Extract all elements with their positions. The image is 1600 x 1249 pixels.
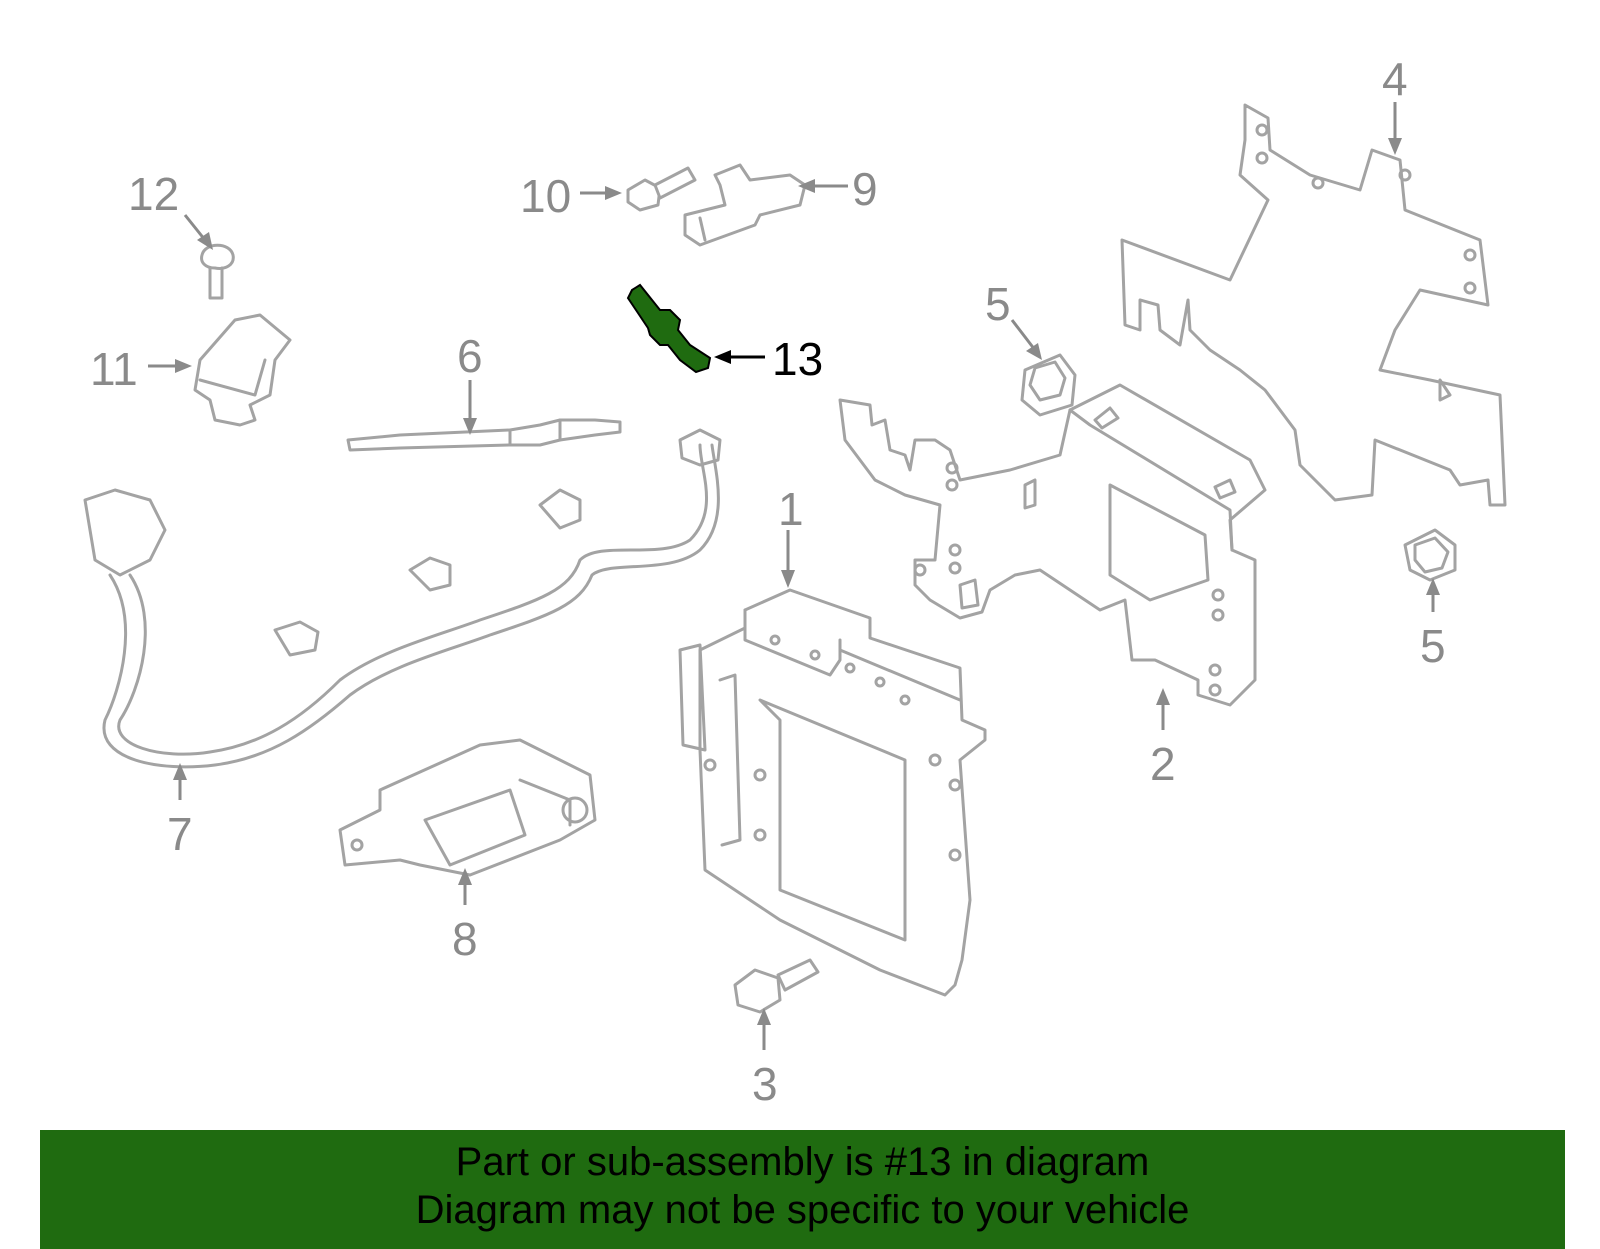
callout-13: 13	[772, 333, 823, 385]
callout-5-upper: 5	[985, 278, 1011, 330]
callout-3: 3	[752, 1058, 778, 1110]
banner-line-2: Diagram may not be specific to your vehi…	[415, 1188, 1190, 1232]
part-4-bracket	[1120, 103, 1507, 507]
part-13-highlighted	[626, 283, 712, 374]
banner-line-1: Part or sub-assembly is #13 in diagram	[455, 1140, 1150, 1184]
part-6-glow-plug	[346, 418, 622, 452]
parts-diagram: 1 2 3 4 5 5 6 7 8 9 10 11 12 13	[83, 53, 1507, 1110]
part-5-nut-lower	[1403, 528, 1457, 582]
callout-2: 2	[1150, 738, 1176, 790]
part-2-bracket	[838, 383, 1267, 707]
notice-banner: Part or sub-assembly is #13 in diagram D…	[40, 1130, 1565, 1249]
callout-7: 7	[167, 808, 193, 860]
callout-5-lower: 5	[1420, 620, 1446, 672]
callout-10: 10	[520, 170, 571, 222]
callout-12: 12	[128, 168, 179, 220]
part-9-sensor	[683, 163, 807, 247]
part-5-nut-upper	[1020, 353, 1077, 417]
callout-4: 4	[1382, 53, 1408, 105]
callout-9: 9	[852, 163, 878, 215]
part-10-bolt	[626, 166, 697, 212]
callout-arrows	[148, 102, 1440, 1050]
callout-8: 8	[452, 913, 478, 965]
callout-11: 11	[90, 343, 138, 395]
callout-1: 1	[778, 483, 804, 535]
part-3-bolt	[733, 958, 820, 1014]
callout-6: 6	[457, 330, 483, 382]
callout-labels: 1 2 3 4 5 5 6 7 8 9 10 11 12 13	[90, 53, 1446, 1110]
part-11-cover	[193, 313, 292, 427]
part-8-module	[338, 738, 597, 877]
part-1-ecu	[678, 588, 987, 997]
part-12-clip	[200, 243, 235, 300]
part-7-harness	[83, 428, 722, 769]
